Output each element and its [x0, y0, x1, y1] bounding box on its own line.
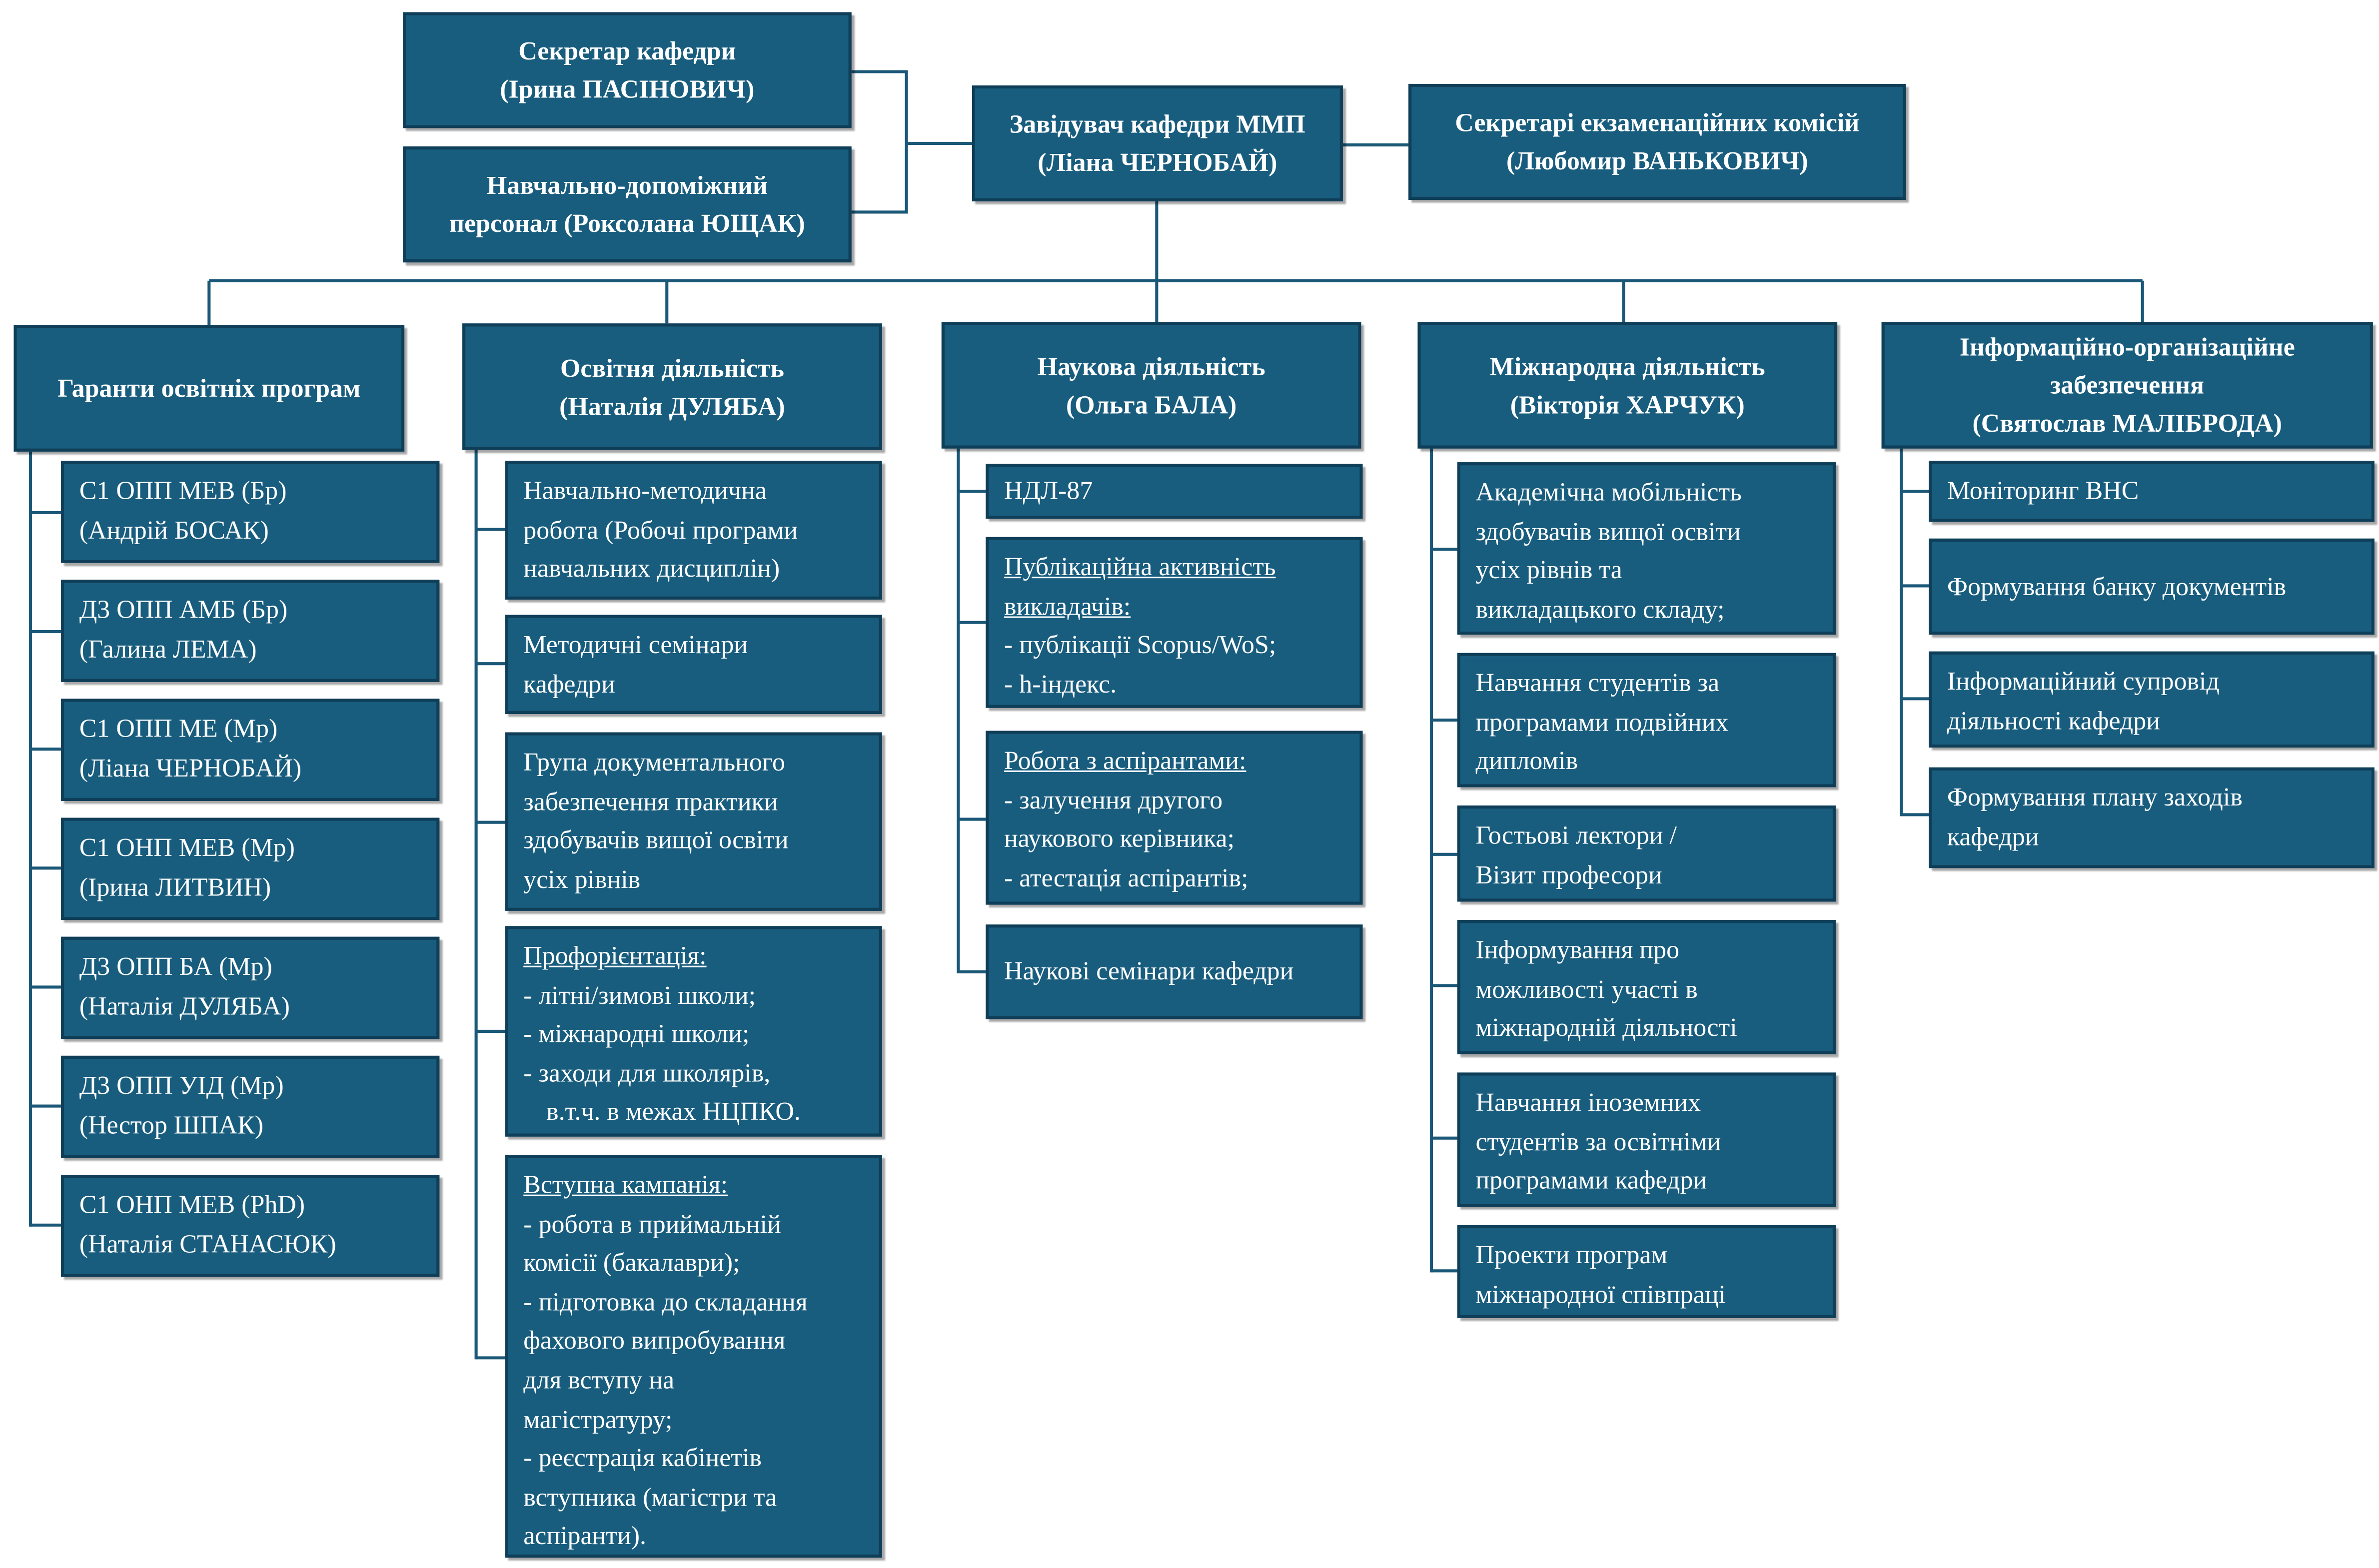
support-staff-box: Навчально-допоміжний персонал (Роксолана… [403, 146, 852, 263]
info-item-monitoring: Моніторинг ВНС [1929, 461, 2375, 522]
info-item-info-support: Інформаційний супровід діяльності кафедр… [1929, 651, 2375, 748]
international-item-cooperation-projects: Проекти програм міжнародної співпраці [1457, 1225, 1836, 1318]
guarantor-item: Д3 ОПП БА (Мр) (Наталія ДУЛЯБА) [61, 936, 440, 1039]
guarantor-item: С1 ОНП МЕВ (Мр) (Ірина ЛИТВИН) [61, 817, 440, 920]
guarantor-item: Д3 ОПП УІД (Мр) (Нестор ШПАК) [61, 1055, 440, 1158]
education-header: Освітня діяльність (Наталія ДУЛЯБА) [462, 323, 882, 450]
international-item-foreign-students: Навчання іноземних студентів за освітнім… [1457, 1072, 1836, 1207]
guarantor-item: С1 ОПП МЕВ (Бр) (Андрій БОСАК) [61, 461, 440, 563]
science-item-seminars: Наукові семінари кафедри [986, 924, 1363, 1019]
info-header: Інформаційно-організаційне забезпечення … [1881, 322, 2373, 449]
secretary-box: Секретар кафедри (Ірина ПАСІНОВИЧ) [403, 12, 852, 128]
science-item-phd-students: Робота з аспірантами: - залучення другог… [986, 731, 1363, 905]
guarantor-item: С1 ОНП МЕВ (PhD) (Наталія СТАНАСЮК) [61, 1174, 440, 1277]
guarantors-header: Гаранти освітніх програм [13, 325, 405, 452]
guarantor-item: Д3 ОПП АМБ (Бр) (Галина ЛЕМА) [61, 580, 440, 682]
guarantor-item: С1 ОПП МЕ (Мр) (Ліана ЧЕРНОБАЙ) [61, 699, 440, 801]
education-item-methodical-work: Навчально-методична робота (Робочі прогр… [505, 461, 882, 600]
international-header: Міжнародна діяльність (Вікторія ХАРЧУК) [1417, 322, 1838, 449]
info-item-events-plan: Формування плану заходів кафедри [1929, 767, 2375, 868]
science-item-publications: Публікаційна активність викладачів: - пу… [986, 537, 1363, 708]
education-item-practice-docs: Група документального забезпечення практ… [505, 732, 882, 911]
science-item-lab: НДЛ-87 [986, 464, 1363, 519]
international-item-double-degree: Навчання студентів за програмами подвійн… [1457, 653, 1836, 787]
international-item-informing: Інформування про можливості участі в між… [1457, 920, 1836, 1054]
education-item-career-guidance: Профорієнтація: - літні/зимові школи; - … [505, 926, 882, 1137]
international-item-guest-lecturers: Гостьові лектори / Візит професори [1457, 805, 1836, 902]
exam-secretaries-box: Секретарі екзаменаційних комісій (Любоми… [1408, 83, 1906, 200]
science-header: Наукова діяльність (Ольга БАЛА) [941, 322, 1361, 449]
head-of-department-box: Завідувач кафедри ММП (Ліана ЧЕРНОБАЙ) [972, 85, 1343, 202]
info-item-document-bank: Формування банку документів [1929, 538, 2375, 635]
international-item-mobility: Академічна мобільність здобувачів вищої … [1457, 462, 1836, 635]
education-item-admission-campaign: Вступна кампанія: - робота в приймальній… [505, 1155, 882, 1558]
education-item-methodical-seminars: Методичні семінари кафедри [505, 615, 882, 714]
